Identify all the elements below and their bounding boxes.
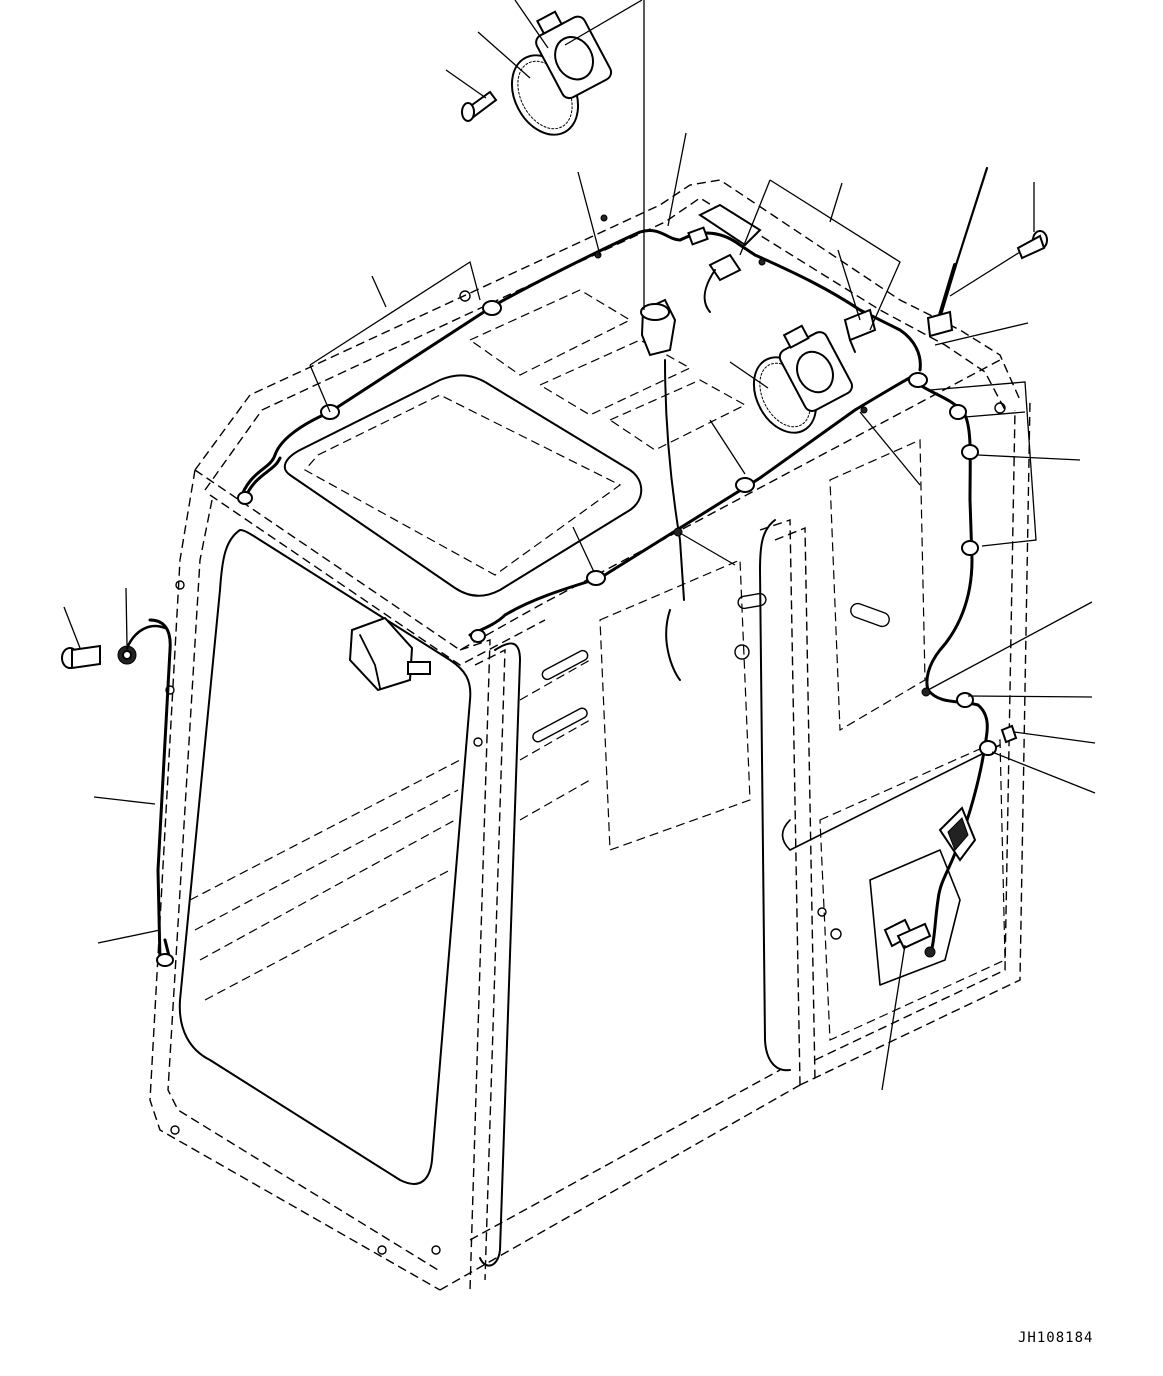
left-pillar-connector bbox=[61, 624, 167, 670]
cab-frame bbox=[149, 179, 1031, 1291]
drawing-id-label: JH108184 bbox=[1018, 1330, 1094, 1346]
roof-connector-bundle bbox=[687, 203, 877, 353]
wiring-harness bbox=[148, 229, 989, 962]
speaker-top-assembly bbox=[461, 10, 613, 136]
speaker-screw bbox=[461, 90, 498, 122]
roof-lamp bbox=[640, 298, 677, 357]
door-connector bbox=[924, 724, 1018, 958]
harness-clamps bbox=[156, 214, 997, 967]
ground-bolt bbox=[883, 918, 932, 950]
work-lamp bbox=[348, 616, 431, 692]
speaker-roof-assembly bbox=[752, 324, 853, 434]
antenna-bolt bbox=[1016, 230, 1048, 260]
antenna bbox=[926, 166, 989, 338]
leader-lines bbox=[63, 0, 1096, 1091]
